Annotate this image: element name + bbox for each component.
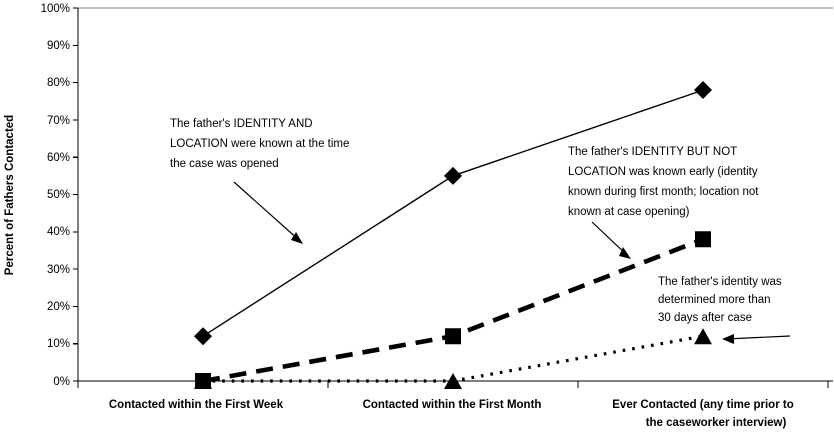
- annotation-line: The father's IDENTITY AND: [170, 118, 313, 130]
- y-tick-label: 70%: [47, 115, 70, 127]
- series-identity-and-location: [194, 81, 712, 346]
- annotation-line: The father's identity was: [658, 276, 782, 288]
- annotation-identity-not-location: The father's IDENTITY BUT NOT LOCATION w…: [568, 146, 759, 259]
- annotation-leader-line: [233, 181, 301, 242]
- y-tick-label: 80%: [47, 77, 70, 89]
- annotation-line: known during first month; location not: [568, 186, 759, 198]
- annotation-arrow-head-icon: [291, 232, 303, 244]
- y-tick-label: 90%: [47, 40, 70, 52]
- annotation-line: The father's IDENTITY BUT NOT: [568, 146, 737, 158]
- y-axis-tick-labels: 100% 90% 80% 70% 60% 50% 40% 30% 20% 10%…: [41, 3, 70, 388]
- annotation-line: LOCATION was known early (identity: [568, 166, 758, 178]
- series-markers-square: [195, 231, 711, 389]
- x-tick-label-ever-contacted-line1: Ever Contacted (any time prior to: [612, 399, 793, 411]
- data-point-triangle: [694, 328, 712, 345]
- y-tick-label: 40%: [47, 226, 70, 238]
- annotation-line: the case was opened: [170, 158, 279, 170]
- data-point-square: [195, 373, 211, 389]
- annotation-arrow-head-icon: [619, 247, 631, 259]
- x-tick-label-first-month: Contacted within the First Month: [363, 399, 542, 411]
- series-markers-diamond: [194, 81, 712, 346]
- data-point-diamond: [694, 81, 712, 100]
- annotation-arrow-head-icon: [722, 334, 734, 344]
- annotation-leader-line: [725, 335, 791, 340]
- data-point-square: [695, 231, 711, 248]
- x-axis-tick-labels: Contacted within the First Week Contacte…: [109, 399, 794, 429]
- data-point-triangle: [444, 373, 462, 389]
- x-tick-label-ever-contacted-line2: the caseworker interview): [646, 417, 787, 429]
- data-point-diamond: [444, 166, 462, 185]
- annotation-line: determined more than: [658, 294, 771, 306]
- annotation-identity-later: The father's identity was determined mor…: [658, 276, 791, 344]
- x-tick-label-first-week: Contacted within the First Week: [109, 399, 284, 411]
- y-tick-label: 10%: [47, 338, 70, 350]
- y-tick-label: 0%: [53, 376, 70, 388]
- y-tick-label: 20%: [47, 301, 70, 313]
- y-tick-label: 100%: [41, 3, 70, 15]
- y-tick-label: 50%: [47, 189, 70, 201]
- y-axis-title: Percent of Fathers Contacted: [4, 115, 16, 275]
- y-tick-label: 60%: [47, 152, 70, 164]
- y-axis-tick-marks: [73, 7, 78, 382]
- data-point-square: [445, 328, 461, 345]
- annotation-line: known at case opening): [568, 206, 690, 218]
- data-point-diamond: [194, 327, 212, 346]
- annotation-identity-and-location: The father's IDENTITY AND LOCATION were …: [170, 118, 349, 244]
- annotation-line: LOCATION were known at the time: [170, 138, 349, 150]
- annotation-line: 30 days after case: [658, 312, 752, 324]
- y-tick-label: 30%: [47, 264, 70, 276]
- series-identity-not-location: [195, 231, 711, 389]
